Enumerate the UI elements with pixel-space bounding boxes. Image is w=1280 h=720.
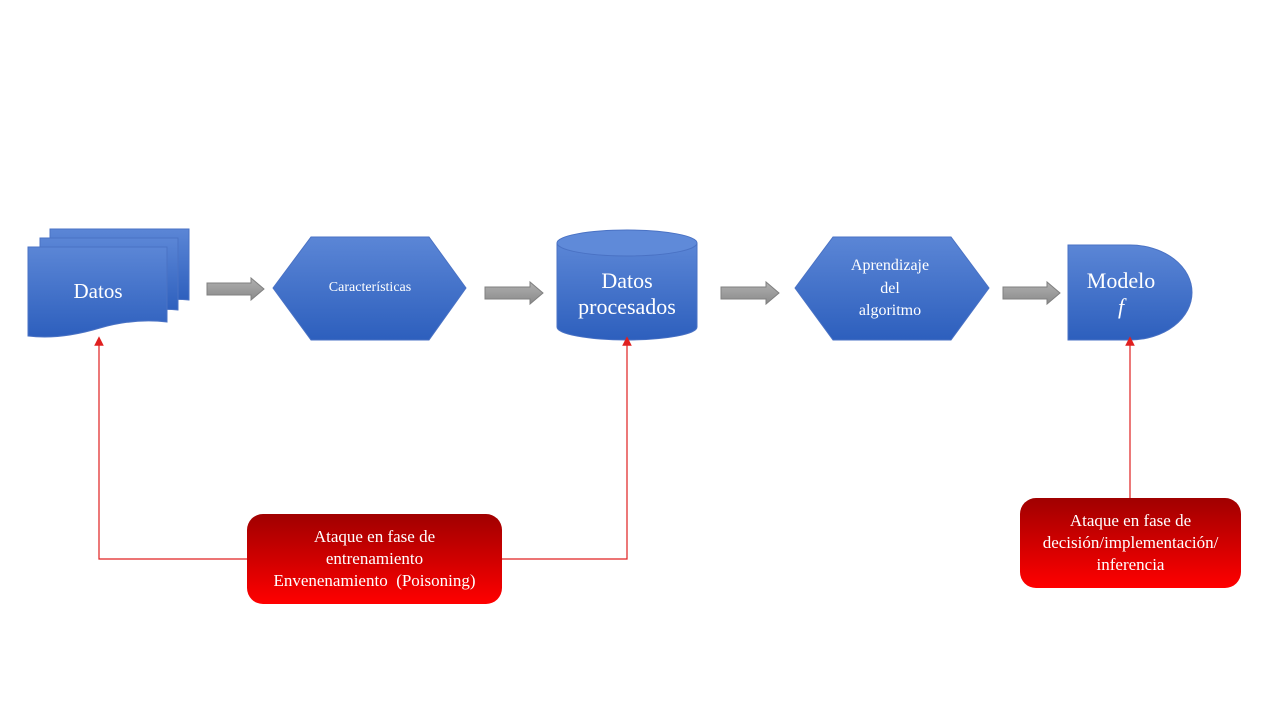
flow-arrow-1 (206, 276, 265, 302)
training-attack-line-1: Ataque en fase de (313, 526, 436, 546)
datos-multidocument-shape (27, 228, 190, 338)
training-attack-line-3: Envenenamiento (Poisoning) (273, 571, 476, 591)
datos-procesados-line-1: Datos (601, 267, 653, 293)
datos-procesados-line-2: procesados (578, 294, 676, 319)
inference-attack-line-3: inferencia (1096, 555, 1165, 575)
aprendizaje-line-2: del (880, 279, 900, 297)
training-attack-connector-left (94, 336, 248, 560)
modelo-text: Modelo (1086, 267, 1156, 293)
datos-text: Datos (73, 279, 123, 304)
flow-arrow-4 (1002, 280, 1061, 306)
aprendizaje-line-1: Aprendizaje (850, 257, 930, 275)
datos-label: Datos (28, 270, 168, 314)
aprendizaje-hexagon (794, 236, 990, 341)
inference-attack-box: Ataque en fase de decisión/implementació… (1020, 498, 1241, 588)
modelo-delay-shape (1067, 244, 1193, 341)
flow-arrow-2 (484, 280, 544, 306)
datos-procesados-label: Datos procesados (557, 262, 697, 326)
training-attack-box: Ataque en fase de entrenamiento Envenena… (247, 514, 502, 604)
modelo-symbol: f (1117, 294, 1125, 319)
aprendizaje-label: Aprendizaje del algoritmo (830, 254, 950, 324)
training-attack-line-2: entrenamiento (325, 548, 424, 568)
modelo-label: Modelo f (1068, 262, 1174, 326)
inference-attack-line-1: Ataque en fase de (1069, 510, 1192, 530)
inference-attack-line-2: decisión/implementación/ (1042, 532, 1219, 552)
flow-arrow-3 (720, 280, 780, 306)
caracteristicas-hexagon (272, 236, 467, 341)
training-attack-connector-right (501, 336, 632, 560)
aprendizaje-line-3: algoritmo (858, 302, 922, 320)
caracteristicas-text: Características (328, 279, 412, 295)
datos-procesados-cylinder (556, 229, 698, 341)
caracteristicas-label: Características (300, 274, 440, 302)
